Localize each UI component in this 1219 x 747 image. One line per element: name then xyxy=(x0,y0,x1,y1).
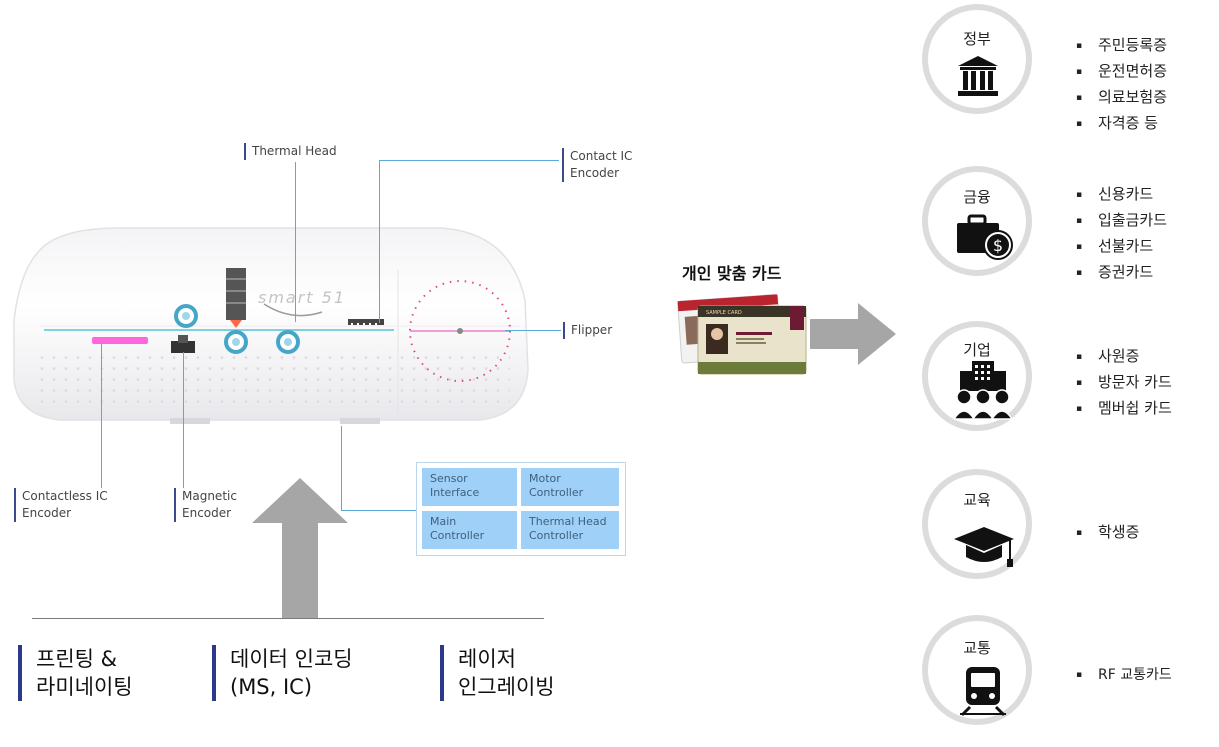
printing-laminating-label: 프린팅 &라미네이팅 xyxy=(18,645,133,701)
contact-ic-leader-h xyxy=(379,160,559,161)
money-briefcase-icon: $ xyxy=(957,214,1013,260)
thermal-head-module xyxy=(226,268,246,328)
feed-rollers xyxy=(174,304,300,354)
list-item: 자격증 등 xyxy=(1076,112,1167,138)
government-circle: 정부 xyxy=(922,4,1032,114)
list-item: 신용카드 xyxy=(1076,183,1167,209)
list-item: 입출금카드 xyxy=(1076,209,1167,235)
card-path-line xyxy=(44,329,394,331)
transport-list: RF 교통카드 xyxy=(1076,664,1172,689)
contact-ic-label: Contact IC Encoder xyxy=(562,148,632,182)
svg-text:$: $ xyxy=(993,236,1003,255)
government-list: 주민등록증 운전면허증 의료보험증 자격증 등 xyxy=(1076,34,1167,138)
list-item: 주민등록증 xyxy=(1076,34,1167,60)
graduation-cap-icon xyxy=(954,527,1014,567)
finance-title: 금융 xyxy=(963,188,991,206)
list-item: RF 교통카드 xyxy=(1076,664,1172,689)
thermal-head-leader xyxy=(295,162,296,322)
contactless-leader xyxy=(101,343,102,488)
company-title: 기업 xyxy=(963,341,991,359)
process-up-arrow xyxy=(252,478,348,618)
controller-leader-h xyxy=(341,510,417,511)
transport-title: 교통 xyxy=(963,639,991,657)
list-item: 운전면허증 xyxy=(1076,60,1167,86)
education-circle: 교육 xyxy=(922,469,1032,579)
custom-card-title: 개인 맞춤 카드 xyxy=(682,264,782,283)
company-circle: 기업 xyxy=(922,321,1032,431)
data-encoding-label: 데이터 인코딩(MS, IC) xyxy=(212,645,353,701)
flipper-leader xyxy=(505,330,561,331)
process-baseline xyxy=(32,618,544,619)
list-item: 증권카드 xyxy=(1076,261,1167,287)
transport-circle: 교통 xyxy=(922,615,1032,725)
list-item: 의료보험증 xyxy=(1076,86,1167,112)
card-printer-illustration xyxy=(13,227,529,424)
list-item: 선불카드 xyxy=(1076,235,1167,261)
magnetic-encoder-module xyxy=(171,335,195,353)
list-item: 학생증 xyxy=(1076,521,1139,547)
flipper-module xyxy=(409,280,511,382)
controller-leader xyxy=(341,426,342,510)
sample-id-cards: SAMPLE CARD xyxy=(677,294,807,375)
education-list: 학생증 xyxy=(1076,521,1139,547)
right-arrow xyxy=(810,303,896,365)
train-icon xyxy=(960,667,1006,717)
flipper-label: Flipper xyxy=(563,322,612,339)
contactless-ic-module xyxy=(92,337,148,344)
list-item: 사원증 xyxy=(1076,345,1172,371)
education-title: 교육 xyxy=(963,491,991,509)
card-header-text: SAMPLE CARD xyxy=(706,310,742,316)
finance-circle: 금융 $ xyxy=(922,166,1032,276)
government-building-icon xyxy=(958,56,998,96)
thermal-head-label: Thermal Head xyxy=(244,143,337,160)
finance-list: 신용카드 입출금카드 선불카드 증권카드 xyxy=(1076,183,1167,287)
government-title: 정부 xyxy=(963,30,991,48)
contactless-ic-label: Contactless IC Encoder xyxy=(14,488,108,522)
magnetic-leader xyxy=(183,352,184,488)
brand-swoosh xyxy=(263,303,323,317)
company-list: 사원증 방문자 카드 멤버쉽 카드 xyxy=(1076,345,1172,423)
list-item: 멤버쉽 카드 xyxy=(1076,397,1172,423)
brand-logo-text: smart 51 xyxy=(258,288,347,307)
contact-ic-leader xyxy=(379,160,380,323)
contact-ic-module xyxy=(348,319,384,325)
magnetic-encoder-label: Magnetic Encoder xyxy=(174,488,237,522)
company-people-icon xyxy=(954,361,1012,420)
list-item: 방문자 카드 xyxy=(1076,371,1172,397)
